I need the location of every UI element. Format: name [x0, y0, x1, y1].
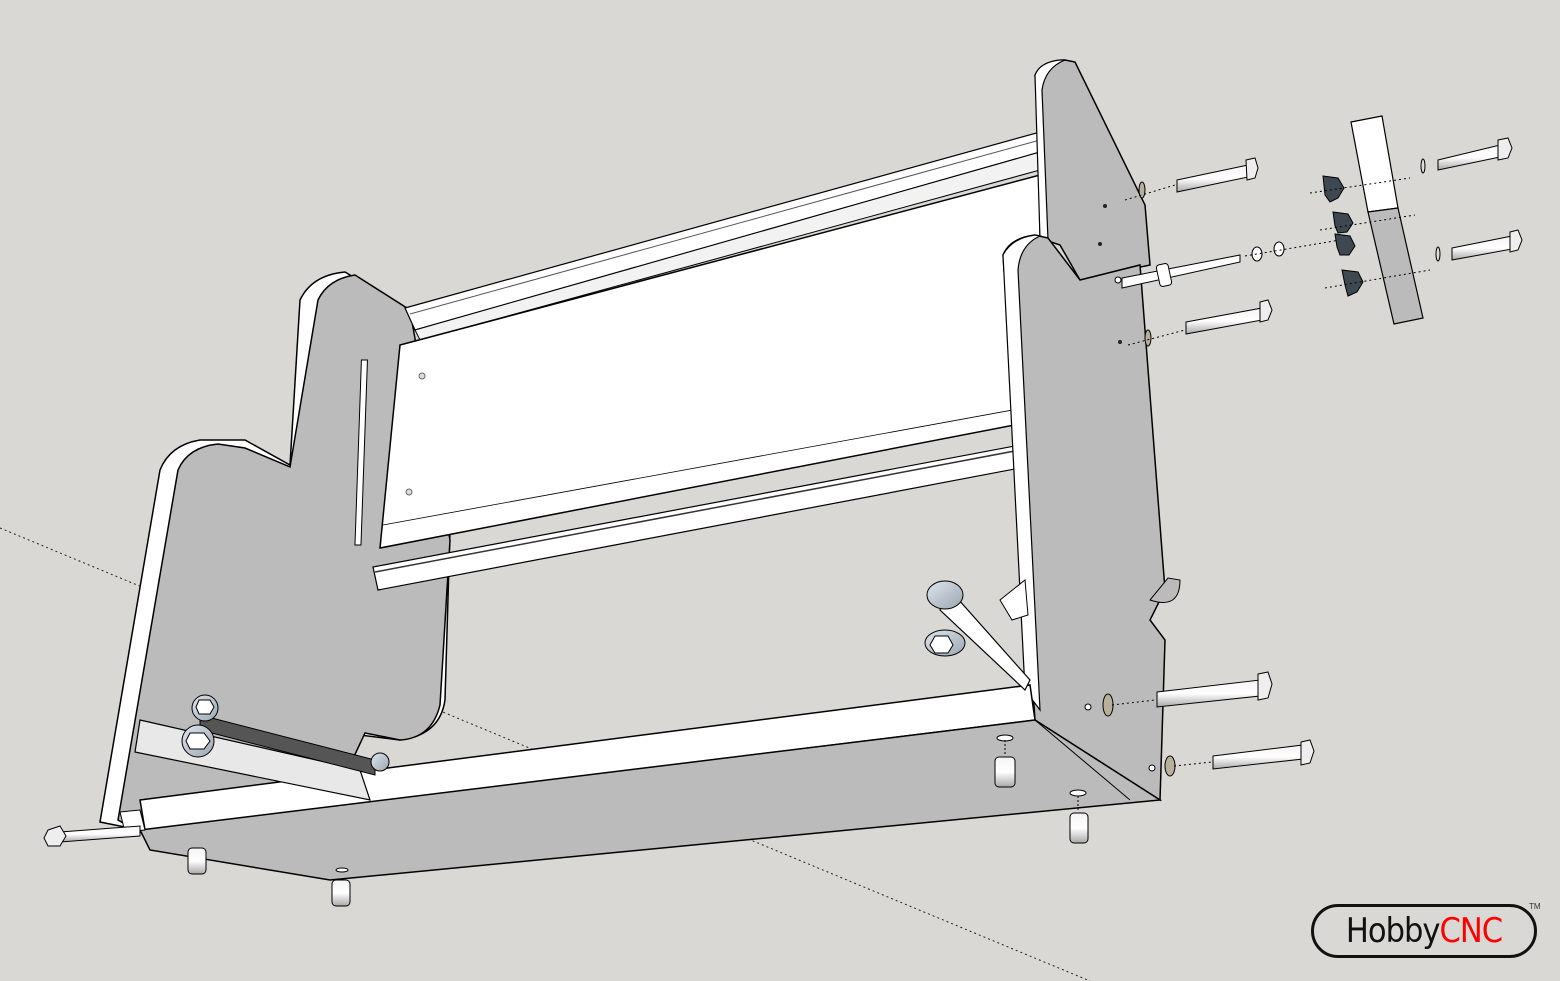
standoffs: [187, 734, 1089, 907]
standoff-icon: [331, 867, 351, 907]
bearing-icon: [926, 580, 964, 610]
tee-nut-icon: [1341, 269, 1364, 297]
hobbycnc-logo: HobbyCNC: [1311, 904, 1537, 958]
standoff-icon: [994, 734, 1016, 788]
tee-nut-icon: [1332, 211, 1354, 234]
standoff-icon: [1069, 789, 1089, 844]
bearing-bracket-left: [134, 694, 390, 801]
standoff-icon: [187, 847, 207, 875]
tee-nut-icon: [1322, 175, 1345, 203]
mount-hole: [405, 488, 413, 496]
tee-nut-icon: [1334, 233, 1356, 256]
fasteners-right: [1102, 157, 1341, 777]
hex-bolt-left: [43, 825, 141, 847]
mount-hole: [418, 372, 426, 380]
end-block-assembly: [1309, 115, 1523, 325]
mount-hole: [1148, 764, 1156, 772]
washer-icon: [1435, 246, 1441, 262]
washer-icon: [1164, 755, 1176, 777]
mount-hole: [1103, 204, 1107, 208]
right-side-plate-back: [1034, 59, 1151, 281]
washer-icon: [1144, 329, 1152, 347]
mount-hole: [1098, 242, 1102, 246]
mount-hole: [1118, 340, 1122, 344]
nut-icon: [1273, 241, 1285, 257]
right-side-plate: [1002, 204, 1181, 802]
top-rail: [404, 131, 1041, 341]
logo-text-hobby: Hobby: [1345, 911, 1441, 951]
washer-icon: [1420, 158, 1426, 174]
mount-hole: [1084, 703, 1092, 711]
nut-icon: [1251, 246, 1263, 262]
trademark-mark: TM: [1529, 902, 1541, 911]
bearing-icon: [370, 752, 390, 772]
bearing-bracket-right: [924, 579, 1031, 691]
logo-text-cnc: CNC: [1439, 911, 1504, 951]
washer-icon: [1102, 693, 1114, 717]
washer-icon: [1138, 181, 1146, 199]
mount-hole: [1114, 276, 1122, 284]
